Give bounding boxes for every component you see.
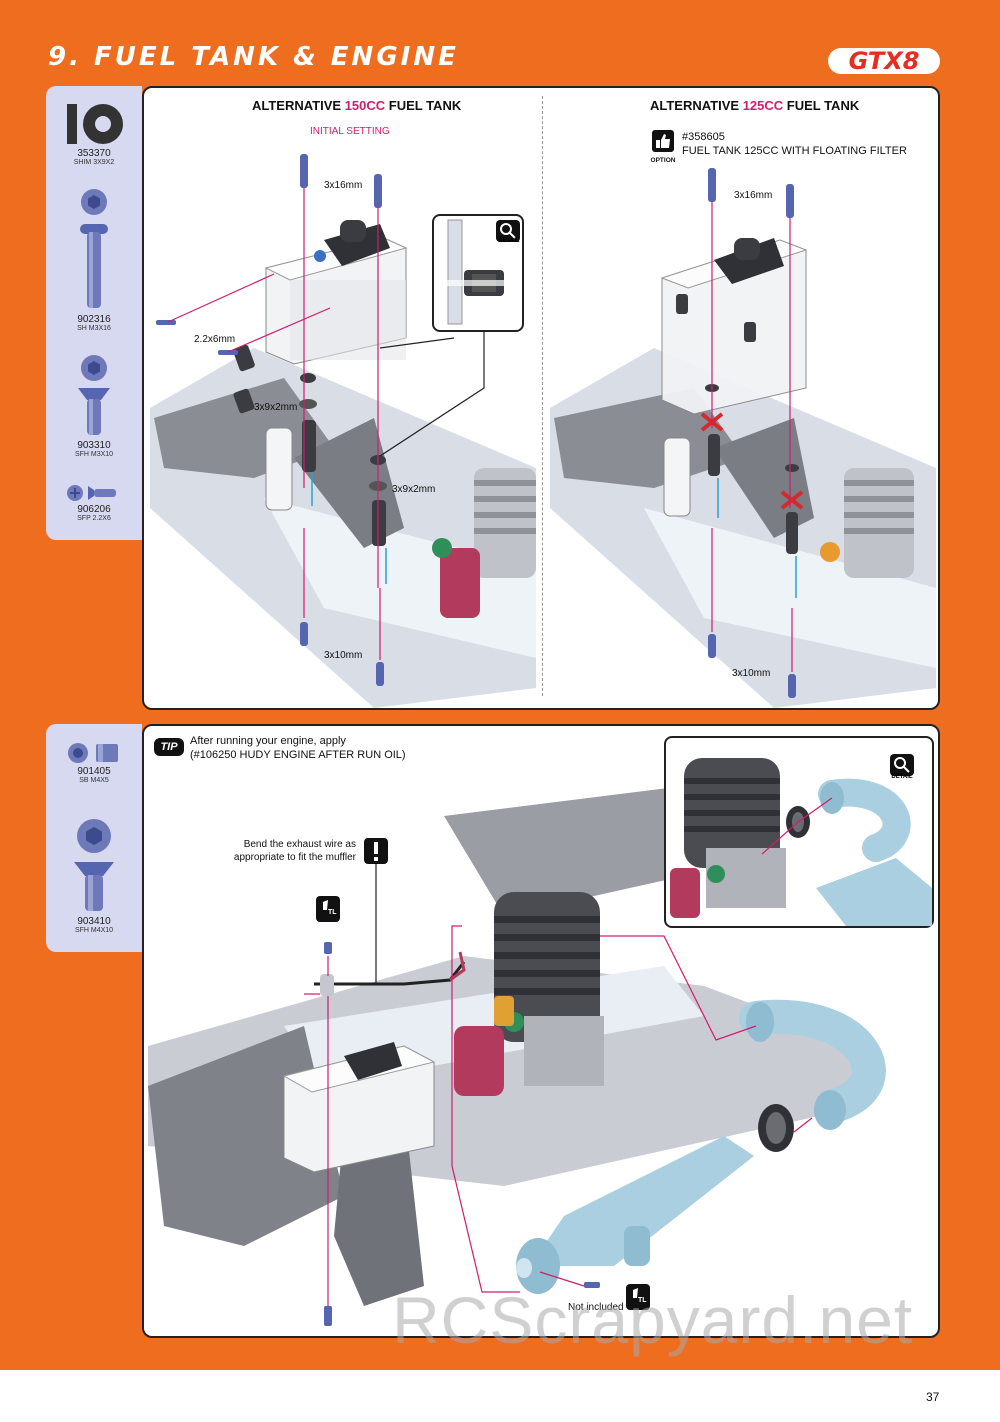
label-shim-3x9x2-b: 3x9x2mm xyxy=(392,484,436,495)
step-panel-fuel-tank: ALTERNATIVE 150CC FUEL TANK INITIAL SETT… xyxy=(142,86,940,710)
flat-head-screw-icon xyxy=(78,355,110,435)
threadlock-badge-top: TL xyxy=(316,896,340,922)
part-screw-sb-m4x5: 901405 SB M4x5 xyxy=(46,740,142,785)
parts-list-bottom: 901405 SB M4x5 903410 SFH M4x10 xyxy=(46,724,142,952)
part-desc: SHIM 3x9x2 xyxy=(73,159,115,166)
warning-icon xyxy=(364,838,388,864)
detail-inset-grommet: DETAIL xyxy=(432,214,524,332)
part-code: 901405 xyxy=(77,766,111,777)
set-screw-icon xyxy=(68,743,118,763)
muffler-graphic xyxy=(516,1136,754,1294)
tip-text: After running your engine, apply (#10625… xyxy=(190,734,406,762)
illustration-150cc-tank xyxy=(150,154,536,708)
magnifier-icon xyxy=(890,754,914,776)
tip-line-2: (#106250 HUDY ENGINE AFTER RUN OIL) xyxy=(190,749,406,761)
threadlock-icon xyxy=(626,1284,650,1310)
part-desc: SFP 2.2x6 xyxy=(77,515,111,522)
exhaust-detail-graphic xyxy=(670,758,932,926)
option-desc: FUEL TANK 125CC WITH FLOATING FILTER xyxy=(682,145,907,157)
page-number: 37 xyxy=(926,1390,940,1404)
label-screw-2-2x6: 2.2x6mm xyxy=(194,334,236,345)
engine-graphic-right xyxy=(820,468,914,578)
label-screw-3x10-right: 3x10mm xyxy=(732,668,771,679)
part-code: 903410 xyxy=(77,916,111,927)
part-shim: 353370 SHIM 3x9x2 xyxy=(46,100,142,167)
engine-bottom-graphic xyxy=(454,892,604,1096)
part-desc: SFH M4x10 xyxy=(74,927,114,934)
part-desc: SH M3x16 xyxy=(77,325,111,332)
page-title: 9. FUEL TANK & ENGINE xyxy=(48,42,459,72)
detail-label: DETAIL xyxy=(891,774,913,780)
part-code: 906206 xyxy=(77,504,111,515)
panel-divider xyxy=(542,96,543,696)
heading-125cc: ALTERNATIVE 125CC FUEL TANK xyxy=(650,98,860,113)
initial-setting-label: INITIAL SETTING xyxy=(310,126,390,137)
note-line-1: Bend the exhaust wire as xyxy=(243,839,356,850)
fuel-tank-bottom-graphic xyxy=(282,1042,436,1173)
option-label: OPTION xyxy=(650,157,676,164)
thumbs-up-icon xyxy=(652,130,674,152)
threadlock-label: TL xyxy=(328,909,337,916)
tip-badge: TIP xyxy=(154,738,184,756)
grommet-detail-graphic xyxy=(444,219,508,325)
label-shim-3x9x2-a: 3x9x2mm xyxy=(254,402,298,413)
exhaust-header-graphic xyxy=(739,999,886,1130)
tip-line-1: After running your engine, apply xyxy=(190,735,346,747)
detail-label: DETAIL xyxy=(498,238,520,244)
part-code: 353370 xyxy=(77,148,111,159)
shim-icon xyxy=(67,104,123,144)
brand-logo: GTX8 xyxy=(828,46,940,76)
hex-screw-icon xyxy=(80,189,108,308)
not-included-label: Not included xyxy=(568,1302,624,1313)
fuel-tank-graphic xyxy=(264,220,408,365)
illustration-125cc-tank xyxy=(550,168,936,708)
note-line-2: appropriate to fit the muffler xyxy=(233,852,356,863)
magnifier-icon xyxy=(496,220,520,242)
part-screw-sh-m3x16: 902316 SH M3x16 xyxy=(46,186,142,333)
label-screw-3x10: 3x10mm xyxy=(324,650,363,661)
parts-list-top: 353370 SHIM 3x9x2 902316 SH M3x16 903310… xyxy=(46,86,142,540)
label-screw-3x16-right: 3x16mm xyxy=(734,190,773,201)
part-code: 903310 xyxy=(77,440,111,451)
label-screw-3x16: 3x16mm xyxy=(324,180,363,191)
fuel-tank-125-graphic xyxy=(660,238,808,415)
part-screw-sfp-2-2x6: 906206 SFP 2.2x6 xyxy=(46,482,142,523)
threadlock-label: TL xyxy=(638,1297,647,1304)
part-screw-sfh-m4x10: 903410 SFH M4x10 xyxy=(46,816,142,935)
step-panel-engine-exhaust: TIP After running your engine, apply (#1… xyxy=(142,724,940,1338)
phillips-screw-icon xyxy=(67,485,116,501)
brand-text: GTX8 xyxy=(849,47,920,75)
part-screw-sfh-m3x10: 903310 SFH M3x10 xyxy=(46,352,142,459)
detail-inset-exhaust: DETAIL xyxy=(664,736,934,928)
part-code: 902316 xyxy=(77,314,111,325)
part-desc: SFH M3x10 xyxy=(74,451,114,458)
threadlock-badge-bottom: TL xyxy=(626,1284,650,1310)
threadlock-icon xyxy=(316,896,340,922)
part-desc: SB M4x5 xyxy=(79,777,109,784)
option-info: #358605 FUEL TANK 125CC WITH FLOATING FI… xyxy=(682,130,907,158)
engine-graphic xyxy=(432,468,536,618)
option-code: #358605 xyxy=(682,131,725,143)
heading-150cc: ALTERNATIVE 150CC FUEL TANK xyxy=(252,98,462,113)
flat-head-screw-m4-icon xyxy=(74,819,114,911)
exhaust-wire-note: Bend the exhaust wire as appropriate to … xyxy=(210,838,356,864)
option-badge: OPTION xyxy=(650,130,676,164)
watermark: RCScrapyard.net xyxy=(392,1283,914,1357)
